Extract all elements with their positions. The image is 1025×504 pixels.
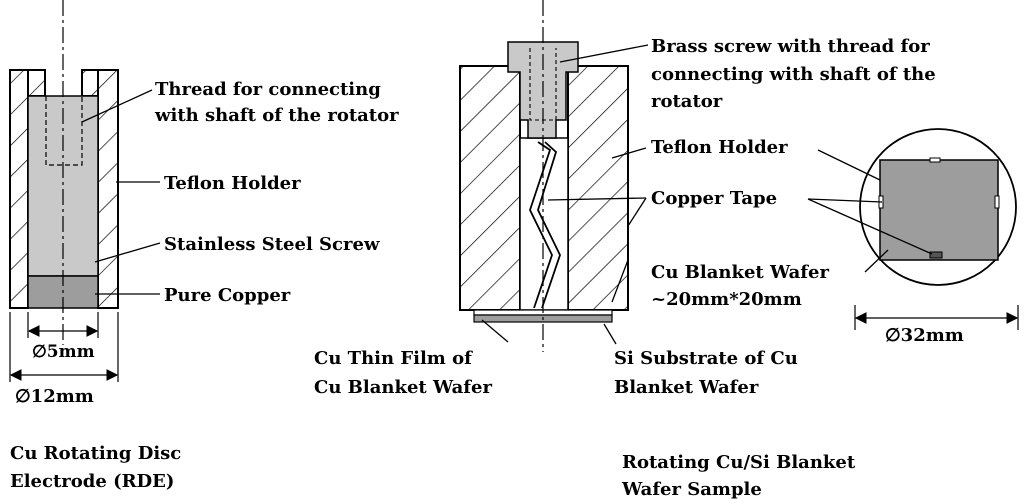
substrate-label-line1: Si Substrate of Cu: [614, 348, 798, 369]
film-label-line2: Cu Blanket Wafer: [314, 377, 492, 398]
wafer-teflon-left: [459, 65, 521, 311]
top-view-wafer: [879, 159, 999, 261]
blanket-leader: [611, 259, 629, 303]
rde-caption-line1: Cu Rotating Disc: [10, 443, 181, 464]
tape-tab-bottom: [929, 251, 943, 259]
wafer-caption-line2: Wafer Sample: [621, 479, 762, 500]
rde-thread-label-line2: with shaft of the rotator: [154, 105, 399, 126]
brass-leader: [559, 44, 649, 63]
copper-tape-zigzag-2: [537, 141, 561, 309]
rde-copper-label: Pure Copper: [164, 285, 291, 306]
topview-holder-leader: [817, 149, 881, 181]
copper-tape-label: Copper Tape: [651, 188, 777, 209]
tape-tab-top: [929, 157, 941, 163]
tape-leader-2: [627, 197, 647, 227]
copper-tape-zigzag: [529, 141, 553, 309]
rde-screw-label: Stainless Steel Screw: [164, 234, 380, 255]
substrate-leader: [603, 323, 617, 345]
brass-label-line2: connecting with shaft of the: [651, 64, 936, 85]
wafer-caption-line1: Rotating Cu/Si Blanket: [622, 452, 856, 473]
wafer-holder-leader: [611, 147, 647, 159]
brass-label-line1: Brass screw with thread for: [651, 36, 930, 57]
rde-teflon-wall-right: [97, 69, 119, 309]
rde-teflon-top-left: [27, 69, 46, 97]
wafer-teflon-right: [567, 65, 629, 311]
topview-blanket-leader: [864, 249, 889, 273]
rde-caption-line2: Electrode (RDE): [10, 471, 174, 492]
brass-label-line3: rotator: [651, 91, 723, 112]
tape-tab-right: [994, 195, 1000, 209]
rde-thread-leader: [81, 89, 153, 123]
topview-tape-leader-2: [807, 198, 933, 255]
diameter-label: ∅32mm: [885, 325, 964, 346]
tape-leader-1: [547, 197, 647, 201]
rde-screw-leader: [94, 242, 161, 263]
rde-holder-label: Teflon Holder: [164, 173, 301, 194]
rde-thread-outline: [45, 96, 83, 166]
rde-dim-outer-label: ∅12mm: [15, 386, 94, 407]
substrate-label-line2: Blanket Wafer: [614, 377, 759, 398]
rde-thread-label-line1: Thread for connecting: [155, 79, 381, 100]
blanket-label-line2: ~20mm*20mm: [651, 289, 802, 310]
rde-teflon-top-right: [81, 69, 99, 97]
rde-drawing: [9, 0, 161, 382]
film-leader: [481, 319, 509, 343]
wafer-holder-label: Teflon Holder: [651, 137, 788, 158]
rde-teflon-wall-left: [9, 69, 29, 309]
film-label-line1: Cu Thin Film of: [314, 348, 473, 369]
rde-dim-inner-label: ∅5mm: [32, 342, 95, 362]
topview-tape-leader-1: [807, 198, 883, 203]
wafer-sample-drawing: [459, 0, 1019, 352]
blanket-label-line1: Cu Blanket Wafer: [651, 262, 829, 283]
